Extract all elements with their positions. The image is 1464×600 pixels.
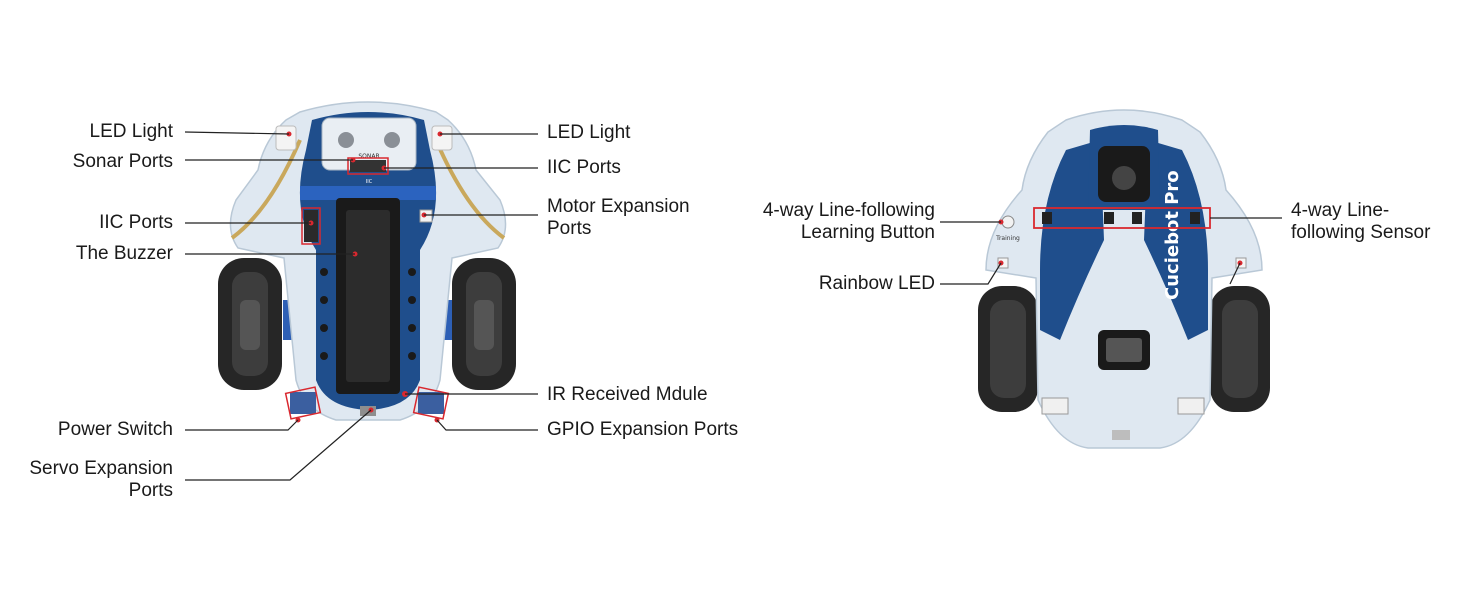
sonar-ports-header (350, 160, 386, 172)
bottom-connector-left (1041, 397, 1069, 415)
label-iic-ports-left: IIC Ports (99, 212, 173, 233)
gold-trim-right (434, 139, 506, 240)
bottom-right-wheel (1210, 286, 1270, 412)
label-servo-line1: Servo Expansion (29, 458, 173, 479)
center-module-window (1106, 338, 1142, 362)
sonar-eye-right (384, 132, 400, 148)
label-gpio-ports: GPIO Expansion Ports (547, 419, 739, 440)
bottom-left-wheel (978, 286, 1038, 412)
iic-port-left (304, 210, 318, 242)
training-silkscreen: Training (995, 235, 1020, 242)
label-motor-line1: Motor Expansion (547, 196, 690, 217)
label-sonar-ports: Sonar Ports (72, 151, 173, 172)
sonar-ports-highlight (347, 157, 389, 175)
bottom-view-robot: Cuciebot Pro Training (978, 109, 1270, 449)
learning-button (1001, 215, 1015, 229)
label-ir-module: IR Received Mdule (547, 384, 708, 405)
battery-cell (346, 210, 390, 382)
label-learning-line1: 4-way Line-following (762, 200, 935, 221)
servo-ports-header (290, 392, 316, 414)
label-led-light-right: LED Light (547, 122, 631, 143)
servo-ports-highlight (284, 386, 322, 420)
label-learning-line2: Learning Button (800, 222, 935, 243)
label-sensor-line2: following Sensor (1291, 222, 1431, 243)
sonar-eye-left (338, 132, 354, 148)
label-power-switch: Power Switch (57, 419, 173, 440)
usb-port (1112, 430, 1130, 440)
sonar-silkscreen: SONAR (358, 153, 379, 160)
iic-port-left-highlight (301, 207, 321, 245)
left-pin-column (320, 268, 328, 360)
label-motor-line2: Ports (547, 218, 592, 239)
front-bracket-bar (300, 186, 436, 200)
bottom-connector-right (1177, 397, 1205, 415)
label-buzzer: The Buzzer (75, 243, 173, 264)
line-sensor-chips (1042, 212, 1200, 224)
label-servo-line2: Ports (128, 480, 173, 501)
bottom-board-blue-right (1144, 140, 1208, 340)
left-wheel (218, 258, 282, 390)
label-iic-ports-right: IIC Ports (547, 157, 621, 178)
label-rainbow-led: Rainbow LED (818, 273, 935, 294)
brand-silkscreen: Cuciebot Pro (1162, 170, 1183, 300)
bottom-board-blue-left (1040, 140, 1104, 340)
label-led-light-left: LED Light (89, 121, 173, 142)
front-view-robot: SONAR IIC (218, 101, 516, 421)
gold-trim-left (230, 139, 302, 240)
power-switch (360, 406, 376, 416)
right-pin-column (408, 268, 416, 360)
right-led-light (431, 125, 453, 151)
front-leader-lines (184, 131, 538, 481)
label-sensor-line1: 4-way Line- (1291, 200, 1390, 221)
caster-ball (1112, 166, 1136, 190)
gpio-ports-highlight (412, 386, 450, 420)
iic-silkscreen: IIC (366, 179, 373, 185)
left-led-light (275, 125, 297, 151)
right-wheel (452, 258, 516, 390)
bottom-leader-lines (940, 217, 1282, 285)
gpio-ports-header (418, 392, 444, 414)
